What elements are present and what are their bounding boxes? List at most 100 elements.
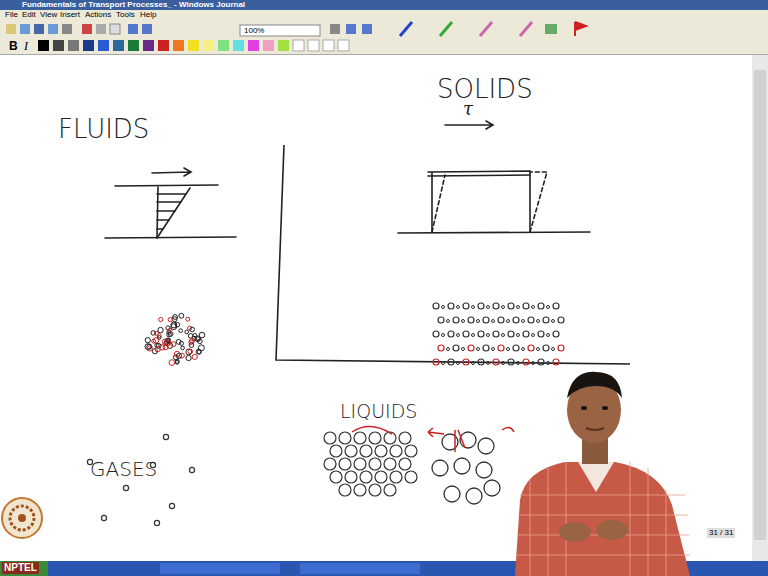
particle (181, 346, 185, 350)
particle (448, 303, 454, 309)
particle (384, 484, 396, 496)
particle (493, 303, 499, 309)
particle (472, 362, 475, 365)
particle (508, 331, 514, 337)
particle (537, 348, 540, 351)
particle (517, 362, 520, 365)
particle (466, 488, 482, 504)
particle (168, 328, 172, 332)
particle (192, 354, 197, 359)
particle (433, 303, 439, 309)
particle (432, 460, 448, 476)
particle (179, 329, 183, 333)
particle (477, 320, 480, 323)
particle (538, 303, 544, 309)
particle (186, 317, 190, 321)
particle (532, 362, 535, 365)
particle (522, 348, 525, 351)
particle (507, 348, 510, 351)
toolbar-icons (6, 22, 586, 36)
particle (171, 322, 177, 328)
particle (453, 317, 459, 323)
particle (360, 445, 372, 457)
particle (185, 330, 189, 334)
particle (163, 345, 168, 350)
particle (513, 317, 519, 323)
liquid-motion-marks (352, 426, 514, 452)
particle (369, 458, 381, 470)
particle (502, 306, 505, 309)
menu-item: Insert (60, 11, 80, 19)
particle (463, 331, 469, 337)
particle (324, 432, 336, 444)
particle (196, 337, 200, 341)
particle (179, 341, 183, 345)
particle (345, 471, 357, 483)
particle (472, 306, 475, 309)
particle (462, 348, 465, 351)
particle (197, 350, 201, 354)
particle (154, 520, 159, 525)
particle (369, 432, 381, 444)
particle (405, 471, 417, 483)
particle (375, 445, 387, 457)
particle (189, 467, 194, 472)
particle (513, 345, 519, 351)
particle (477, 348, 480, 351)
particle (547, 362, 550, 365)
particle (330, 471, 342, 483)
lecturer (515, 372, 690, 576)
particle (193, 333, 197, 337)
particle (492, 320, 495, 323)
particle (553, 359, 559, 365)
particle (502, 362, 505, 365)
particle (552, 348, 555, 351)
particle (442, 362, 445, 365)
particle (476, 462, 492, 478)
particle (553, 331, 559, 337)
shear-stress-symbol: τ (463, 100, 473, 118)
bold-button: B (9, 40, 18, 52)
particle (399, 432, 411, 444)
particle (538, 331, 544, 337)
page-number: 31 / 31 (707, 528, 735, 538)
particle (169, 503, 174, 508)
particle (457, 306, 460, 309)
particle (167, 332, 172, 337)
particle (444, 486, 460, 502)
particle (528, 345, 534, 351)
particle-sketches (87, 303, 564, 526)
particle (174, 351, 179, 356)
particle (493, 359, 499, 365)
particle (537, 320, 540, 323)
particle (447, 320, 450, 323)
particle (492, 348, 495, 351)
particle (483, 317, 489, 323)
particle (101, 515, 106, 520)
menu-item: View (40, 11, 57, 19)
solid-shear-sketch (398, 121, 590, 233)
title-bar (0, 0, 768, 10)
particle (483, 345, 489, 351)
color-palette (38, 40, 349, 51)
particle (517, 334, 520, 337)
particle (487, 334, 490, 337)
toolbar (0, 20, 768, 54)
particle (498, 345, 504, 351)
particle (552, 320, 555, 323)
particle (528, 317, 534, 323)
particle (390, 471, 402, 483)
particle (487, 362, 490, 365)
menu-item: Edit (22, 11, 36, 19)
particle (433, 331, 439, 337)
particle (547, 334, 550, 337)
particle (369, 484, 381, 496)
particle (457, 362, 460, 365)
particle (447, 348, 450, 351)
zoom-value: 100% (244, 27, 264, 35)
particle (502, 334, 505, 337)
particle (453, 345, 459, 351)
particle (493, 331, 499, 337)
